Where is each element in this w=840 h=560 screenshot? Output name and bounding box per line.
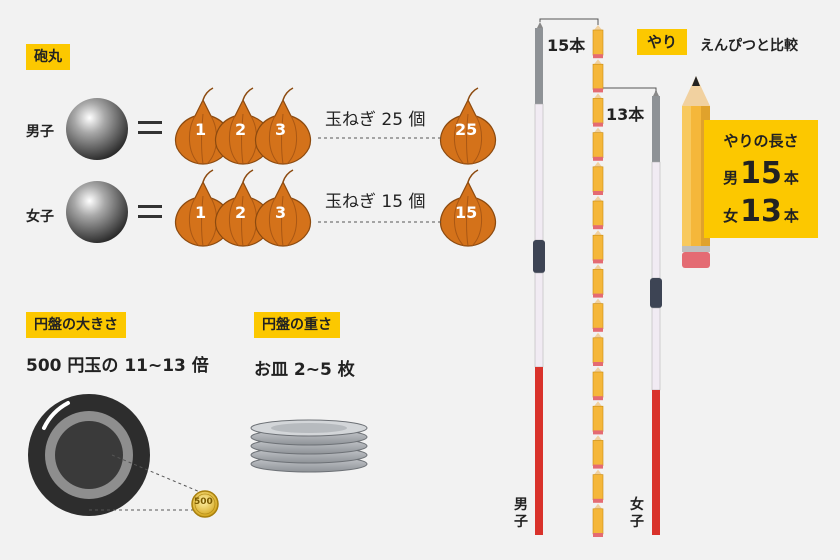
shot-male-label: 男子	[26, 124, 54, 140]
onion-count-female: 15	[455, 203, 478, 222]
discus-weight-tag: 円盤の重さ	[254, 312, 340, 338]
javelin-female-bottom-label: 女 子	[630, 497, 644, 530]
pencil-segment	[592, 127, 604, 161]
shot-female-text: 玉ねぎ 15 個	[325, 192, 426, 212]
shot-put-ball-female	[66, 181, 128, 243]
onion-number: 1	[195, 120, 207, 139]
card-male-gender: 男	[723, 169, 739, 187]
javelin-male	[533, 22, 545, 535]
onion-number: 1	[195, 203, 207, 222]
discus-icon	[28, 394, 150, 516]
card-male-unit: 本	[783, 169, 799, 187]
equals-icon-male	[138, 121, 162, 134]
card-female-unit: 本	[783, 207, 799, 225]
javelin-female-count-label: 13本	[606, 105, 645, 124]
card-female-gender: 女	[723, 207, 739, 225]
pencil-segment	[592, 25, 604, 59]
dash-connector	[111, 454, 201, 493]
javelin-compare-text: えんぴつと比較	[700, 38, 798, 54]
pencil-segment	[592, 435, 604, 469]
pencil-segment	[592, 93, 604, 127]
onion-number: 2	[235, 203, 247, 222]
pencil-segment	[592, 161, 604, 195]
bracket-female	[597, 87, 657, 92]
pencil-segment	[592, 264, 604, 298]
javelin-title-tag: やり	[637, 29, 688, 55]
pencil-segment	[592, 332, 604, 366]
javelin-female	[650, 90, 662, 535]
pencil-segment	[592, 230, 604, 264]
pencil-segment	[592, 503, 604, 537]
card-title: やりの長さ	[723, 132, 799, 150]
card-male-number: 15	[740, 156, 782, 191]
plates-stack-icon	[250, 419, 368, 473]
onion-count-male: 25	[455, 120, 478, 139]
pencil-segment	[592, 298, 604, 332]
discus-size-tag: 円盤の大きさ	[26, 312, 126, 338]
equals-icon-female	[138, 205, 162, 218]
shot-put-ball-male	[66, 98, 128, 160]
coin-icon	[191, 490, 219, 518]
onion-number: 2	[235, 120, 247, 139]
bracket-male	[539, 18, 599, 25]
pencil-segment	[592, 401, 604, 435]
pencil-stack	[592, 25, 604, 537]
discus-weight-text: お皿 2~5 枚	[254, 360, 355, 380]
shot-male-text: 玉ねぎ 25 個	[325, 110, 426, 130]
pencil-segment	[592, 367, 604, 401]
onion-number: 3	[275, 203, 287, 222]
javelin-male-bottom-label: 男 子	[514, 497, 528, 530]
onion-number: 3	[275, 120, 287, 139]
coin-label: 500	[194, 497, 213, 507]
card-female-number: 13	[740, 194, 782, 229]
discus-size-text: 500 円玉の 11~13 倍	[26, 356, 209, 376]
pencil-segment	[592, 59, 604, 93]
pencil-segment	[592, 196, 604, 230]
shot-title-tag: 砲丸	[26, 44, 70, 70]
pencil-segment	[592, 469, 604, 503]
shot-female-label: 女子	[26, 209, 54, 225]
javelin-male-count-label: 15本	[547, 36, 586, 55]
